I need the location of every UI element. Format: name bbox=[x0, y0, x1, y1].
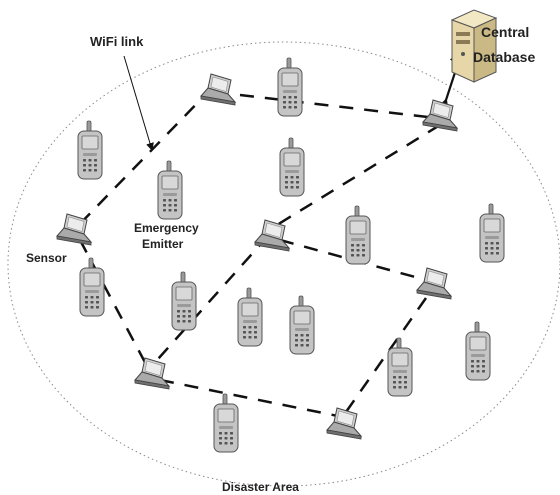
wifi-link bbox=[271, 123, 441, 230]
mobile-phone-icon bbox=[157, 160, 183, 220]
wifi-link-pointer-arrow bbox=[123, 55, 154, 151]
central-database-label-line1: Central bbox=[481, 24, 529, 40]
central-database-label-line2: Database bbox=[473, 49, 535, 65]
wifi-link bbox=[344, 297, 428, 413]
mobile-phone-icon bbox=[77, 120, 103, 180]
laptop-icon bbox=[200, 73, 236, 106]
laptop-icon bbox=[326, 407, 362, 440]
wifi-link bbox=[239, 93, 437, 120]
mobile-phone-icon bbox=[289, 295, 315, 355]
wifi-link-label: WiFi link bbox=[90, 34, 144, 49]
laptop-icon bbox=[422, 99, 458, 132]
mobile-phone-icon bbox=[171, 271, 197, 331]
mobile-phone-icon bbox=[237, 287, 263, 347]
emergency-emitter-label-line2: Emitter bbox=[142, 237, 184, 251]
laptop-icon bbox=[134, 357, 170, 390]
mobile-phone-icon bbox=[465, 321, 491, 381]
mobile-phone-icon bbox=[79, 257, 105, 317]
emergency-emitter-label-line1: Emergency bbox=[134, 221, 199, 235]
wifi-link bbox=[149, 235, 269, 369]
server-tower-icon bbox=[450, 9, 498, 83]
mobile-phone-icon bbox=[479, 203, 505, 263]
mobile-phone-icon bbox=[279, 137, 305, 197]
wifi-link bbox=[71, 87, 213, 233]
laptop-icon bbox=[416, 267, 452, 300]
mobile-phone-icon bbox=[277, 57, 303, 117]
mobile-phone-icon bbox=[345, 205, 371, 265]
sensor-label: Sensor bbox=[26, 251, 67, 265]
wifi-link bbox=[159, 378, 339, 418]
disaster-area-label: Disaster Area bbox=[222, 480, 299, 494]
disaster-area-boundary bbox=[7, 41, 560, 487]
mobile-phone-icon bbox=[213, 393, 239, 453]
wifi-links bbox=[71, 87, 441, 418]
